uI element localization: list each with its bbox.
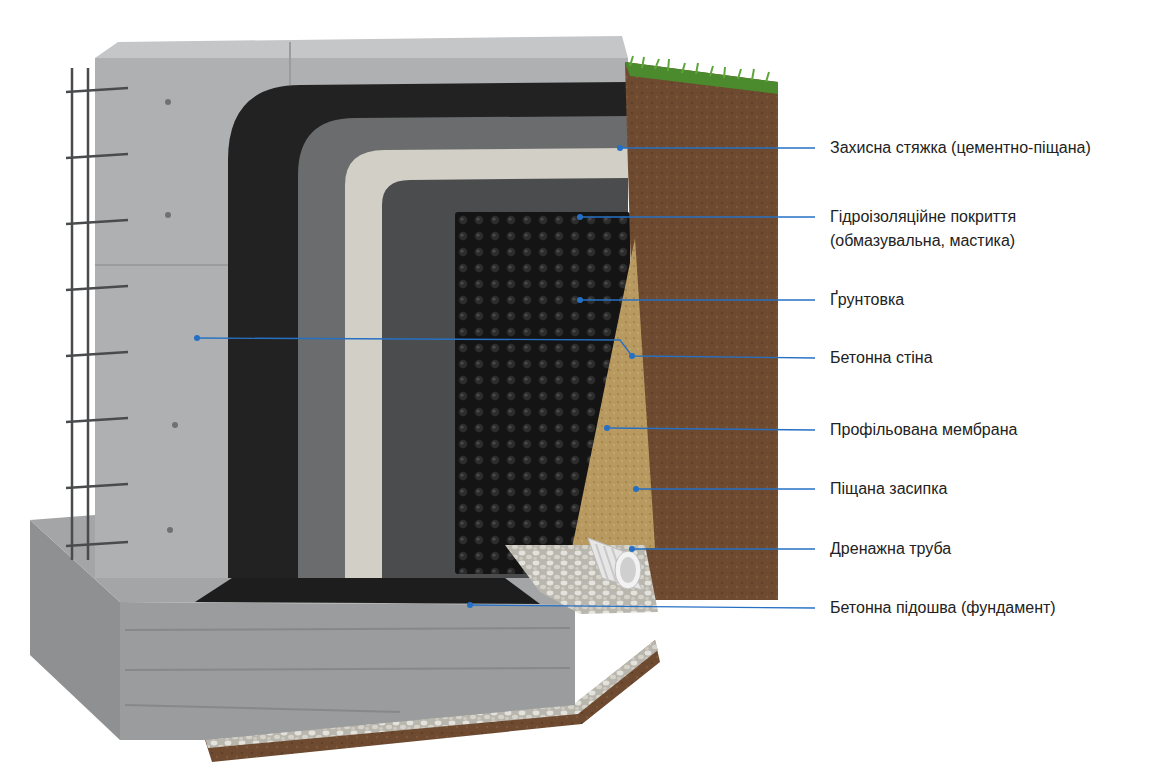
label-box: Гідроізоляційне покриття (обмазувальна, … bbox=[828, 205, 1067, 253]
part-label: Бетонна підошва (фундамент) bbox=[828, 596, 1058, 620]
label-box: Захисна стяжка (цементно-піщана) bbox=[828, 136, 1093, 160]
label-box: Піщана засипка bbox=[828, 477, 949, 501]
label-box: Дренажна труба bbox=[828, 537, 953, 561]
part-label: Бетонна стіна bbox=[828, 346, 935, 370]
part-label: Піщана засипка bbox=[828, 477, 949, 501]
label-box: Бетонна підошва (фундамент) bbox=[828, 596, 1058, 620]
part-label: Профільована мембрана bbox=[828, 418, 1019, 442]
part-label: Гідроізоляційне покриття (обмазувальна, … bbox=[828, 205, 1067, 253]
part-label: Захисна стяжка (цементно-піщана) bbox=[828, 136, 1093, 160]
label-box: Бетонна стіна bbox=[828, 346, 935, 370]
part-label: Ґрунтовка bbox=[828, 288, 906, 312]
label-box: Профільована мембрана bbox=[828, 418, 1019, 442]
part-label: Дренажна труба bbox=[828, 537, 953, 561]
label-box: Ґрунтовка bbox=[828, 288, 906, 312]
